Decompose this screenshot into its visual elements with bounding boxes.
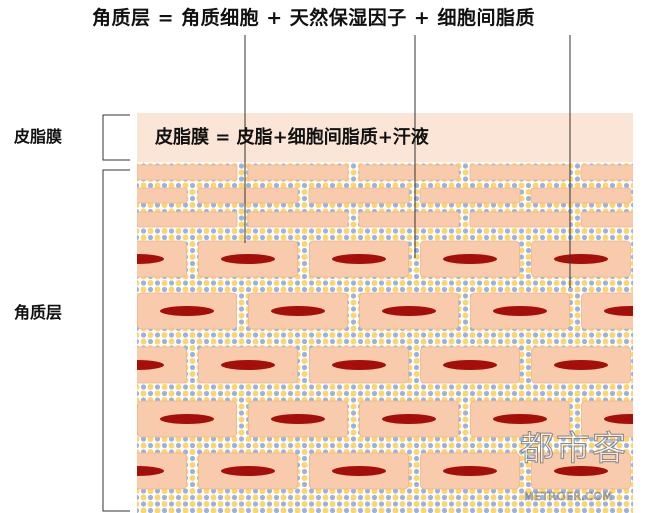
flattened-cell bbox=[197, 187, 299, 204]
cell-nucleus bbox=[0, 254, 53, 264]
corneocyte-cell bbox=[0, 241, 76, 277]
cell-nucleus bbox=[382, 306, 436, 316]
flattened-cell bbox=[530, 187, 632, 204]
flattened-cell bbox=[137, 211, 238, 228]
cell-nucleus bbox=[554, 466, 608, 476]
flattened-cell bbox=[247, 211, 349, 228]
cell-nucleus bbox=[493, 306, 547, 316]
cell-nucleus bbox=[271, 414, 325, 424]
stratum-corneum-bracket bbox=[102, 169, 130, 512]
cell-nucleus bbox=[332, 360, 386, 370]
corneocyte-cell bbox=[27, 401, 126, 437]
flattened-cell bbox=[469, 164, 571, 181]
cell-nucleus bbox=[221, 254, 275, 264]
cell-nucleus bbox=[221, 466, 275, 476]
flattened-cell bbox=[469, 211, 571, 228]
flattened-cell bbox=[358, 164, 460, 181]
label-stratum-corneum: 角质层 bbox=[14, 303, 63, 322]
cell-nucleus bbox=[382, 414, 436, 424]
flattened-cell bbox=[580, 211, 633, 228]
cell-nucleus bbox=[604, 306, 633, 316]
cell-nucleus bbox=[160, 306, 214, 316]
cell-nucleus bbox=[443, 360, 497, 370]
label-sebum-membrane: 皮脂膜 bbox=[14, 127, 63, 146]
cell-nucleus bbox=[221, 360, 275, 370]
cell-nucleus bbox=[137, 360, 164, 370]
cell-nucleus bbox=[554, 360, 608, 370]
cell-nucleus bbox=[443, 254, 497, 264]
cell-nucleus bbox=[332, 254, 386, 264]
corneocyte-cell bbox=[0, 453, 76, 489]
sebum-membrane-band bbox=[137, 113, 633, 162]
flattened-cell bbox=[137, 164, 238, 181]
cell-nucleus bbox=[443, 466, 497, 476]
cell-nucleus bbox=[0, 360, 53, 370]
cell-nucleus bbox=[554, 254, 608, 264]
cell-nucleus bbox=[493, 414, 547, 424]
cell-nucleus bbox=[604, 414, 633, 424]
flattened-cell bbox=[580, 164, 633, 181]
corneocyte-cell bbox=[0, 347, 76, 383]
diagram-title: 角质层 = 角质细胞 + 天然保湿因子 + 细胞间脂质 bbox=[92, 7, 535, 29]
flattened-cell bbox=[247, 164, 349, 181]
flattened-cell bbox=[358, 211, 460, 228]
watermark-url: METROER.COM bbox=[524, 490, 613, 504]
flattened-cell bbox=[137, 187, 188, 204]
cell-nucleus bbox=[332, 466, 386, 476]
cell-nucleus bbox=[160, 414, 214, 424]
watermark-logo: 都市客 bbox=[520, 429, 628, 469]
cell-nucleus bbox=[137, 466, 164, 476]
cell-nucleus bbox=[49, 414, 103, 424]
flattened-cell bbox=[308, 187, 410, 204]
flattened-cell bbox=[419, 187, 521, 204]
cell-nucleus bbox=[0, 466, 53, 476]
cell-nucleus bbox=[271, 306, 325, 316]
membrane-formula: 皮脂膜 = 皮脂+细胞间脂质+汗液 bbox=[155, 127, 429, 148]
cell-nucleus bbox=[137, 254, 164, 264]
sebum-membrane-bracket bbox=[102, 114, 130, 161]
